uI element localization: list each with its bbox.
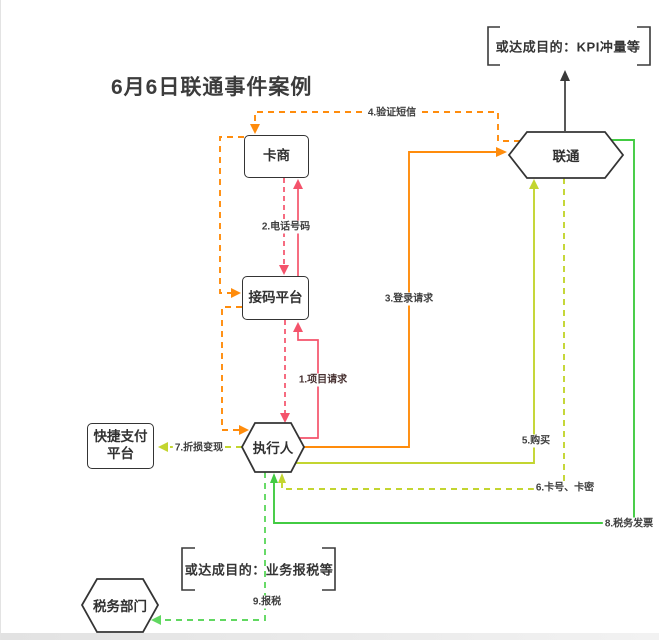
node-fast-pay-label: 快捷支付平台 [93,429,148,461]
arrowhead-down-icon [250,124,260,134]
node-unicom-label: 联通 [552,149,580,164]
arrowhead-up-icon [560,70,570,81]
node-executor-shape [240,422,306,473]
edge-label-tax-filing: 9.报税 [250,595,284,609]
arrowhead-right-icon [231,288,241,298]
edge-unicom-to-goal [560,70,570,131]
edge-5-purchase [296,179,539,464]
arrowhead-up-icon [293,179,303,189]
arrowhead-up-icon [278,473,286,483]
edge-4-verification-sms [250,111,520,142]
edge-label-card-credentials: 6.卡号、卡密 [533,481,597,495]
arrowhead-right-icon [496,147,507,157]
node-tax-bureau-label: 税务部门 [93,599,147,614]
arrowhead-down-icon [279,265,289,275]
node-sms-platform: 接码平台 [242,276,309,320]
edge-label-project-request: 1.项目请求 [296,373,350,387]
arrowhead-left-icon [158,442,168,452]
edge-label-verification-sms: 4.验证短信 [365,106,419,120]
arrowhead-left-icon [151,615,161,625]
edge-9-tax-filing [151,472,266,625]
goal-top-label: 或达成目的：KPI冲量等 [495,39,641,55]
node-fast-pay: 快捷支付平台 [87,423,154,469]
goal-bottom-label: 或达成目的：业务报税等 [184,562,334,578]
edge-label-purchase: 5.购买 [519,434,553,448]
goal-bottom-brackets [181,547,336,591]
goal-top-brackets [487,26,651,66]
node-executor-label: 执行人 [252,441,294,456]
arrowhead-up-icon [270,473,278,483]
node-card-merchant-label: 卡商 [263,148,290,164]
diagram-title: 6月6日联通事件案例 [111,76,313,99]
edge-1-project-request [293,322,319,439]
edge-label-login-request: 3.登录请求 [382,292,436,306]
node-sms-platform-label: 接码平台 [248,289,303,305]
edge-sms-relay-to-platform [219,136,244,298]
arrowhead-up-icon [529,179,539,189]
arrowhead-down-icon [280,413,290,423]
edge-8-tax-invoice [270,139,635,524]
node-card-merchant: 卡商 [244,135,309,178]
edge-label-loss-cashout: 7.折损变现 [172,441,226,455]
edge-sms-relay-to-executor [221,306,249,435]
arrowhead-up-icon [293,322,303,332]
page-bottom-edge [1,633,659,640]
node-unicom-shape [507,131,625,179]
node-tax-bureau-shape [80,578,160,633]
edge-label-tax-invoice: 8.税务发票 [602,517,656,531]
edge-label-phone-number: 2.电话号码 [259,220,313,234]
edge-code-return-to-executor [280,320,290,423]
arrowhead-right-icon [239,425,249,435]
edge-6-card-credentials [278,178,565,490]
